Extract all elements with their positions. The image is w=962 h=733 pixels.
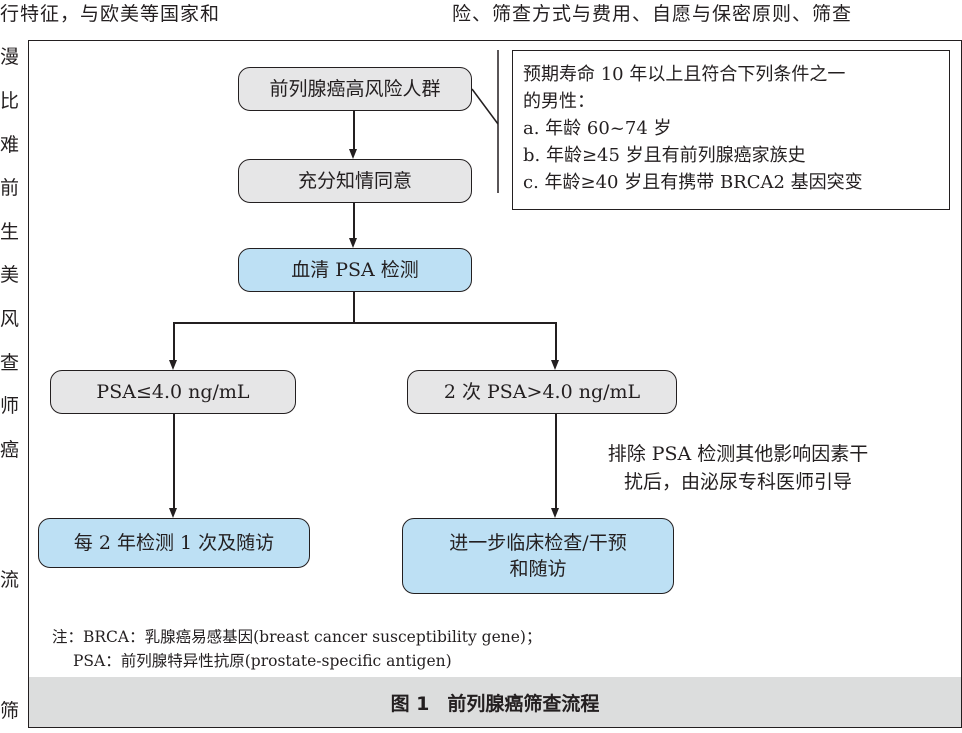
arrowhead — [349, 149, 357, 159]
side-char: 漫 — [0, 46, 20, 68]
serum-psa-test-node: 血清 PSA 检测 — [238, 248, 472, 292]
arrowhead — [551, 508, 559, 518]
footnote-brca: 注：BRCA：乳腺癌易感基因(breast cancer susceptibil… — [52, 628, 542, 646]
side-char: 流 — [0, 569, 20, 591]
criteria-item-family-history: b. 年龄≥45 岁且有前列腺癌家族史 — [523, 145, 806, 166]
arrowhead — [169, 508, 177, 518]
side-char: 风 — [0, 308, 20, 330]
side-char: 筛 — [0, 700, 20, 722]
criteria-intro-line2: 的男性： — [523, 91, 595, 112]
criteria-bracket — [471, 50, 499, 193]
psa-low-node: PSA≤4.0 ng/mL — [50, 370, 296, 414]
criteria-intro-line1: 预期寿命 10 年以上且符合下列条件之一 — [523, 64, 846, 85]
high-risk-population-node: 前列腺癌高风险人群 — [238, 67, 472, 111]
caption-label: 图 1 — [390, 692, 430, 715]
page-header-left-text: 行特征，与欧美等国家和 — [0, 3, 221, 25]
further-exam-line2: 和随访 — [509, 558, 567, 580]
exclusion-note-line1: 排除 PSA 检测其他影响因素干 — [607, 443, 869, 465]
connector-line — [555, 322, 557, 360]
connector-line — [173, 322, 556, 324]
connector-line — [353, 203, 355, 238]
criteria-box: 预期寿命 10 年以上且符合下列条件之一 的男性： a. 年龄 60~74 岁 … — [512, 50, 950, 210]
side-char: 难 — [0, 134, 20, 156]
informed-consent-node: 充分知情同意 — [238, 159, 472, 203]
arrowhead — [169, 360, 177, 370]
psa-high-node: 2 次 PSA>4.0 ng/mL — [407, 370, 677, 414]
arrowhead — [551, 360, 559, 370]
connector-line — [555, 414, 557, 508]
caption-title: 前列腺癌筛查流程 — [447, 692, 600, 715]
connector-line — [173, 322, 175, 360]
side-char: 生 — [0, 221, 20, 243]
footnote-psa: PSA：前列腺特异性抗原(prostate-specific antigen) — [73, 652, 452, 670]
side-char: 前 — [0, 177, 20, 199]
side-char: 查 — [0, 352, 20, 374]
criteria-item-age: a. 年龄 60~74 岁 — [523, 118, 672, 139]
connector-line — [353, 292, 355, 322]
connector-line — [173, 414, 175, 508]
biennial-followup-node: 每 2 年检测 1 次及随访 — [38, 518, 310, 568]
arrowhead — [349, 238, 357, 248]
exclusion-note: 排除 PSA 检测其他影响因素干 扰后，由泌尿专科医师引导 — [558, 440, 918, 496]
page-header-right-text: 险、筛查方式与费用、自愿与保密原则、筛查 — [452, 3, 853, 25]
figure-caption: 图 1 前列腺癌筛查流程 — [29, 677, 961, 727]
side-char: 师 — [0, 395, 20, 417]
footnote: 注：BRCA：乳腺癌易感基因(breast cancer susceptibil… — [52, 625, 541, 673]
connector-line — [353, 111, 355, 149]
side-char: 癌 — [0, 439, 20, 461]
further-exam-line1: 进一步临床检查/干预 — [449, 532, 627, 554]
exclusion-note-line2: 扰后，由泌尿专科医师引导 — [623, 471, 852, 493]
side-char: 美 — [0, 264, 20, 286]
side-char: 比 — [0, 90, 20, 112]
criteria-item-brca2: c. 年龄≥40 岁且有携带 BRCA2 基因突变 — [523, 172, 863, 193]
further-clinical-exam-node: 进一步临床检查/干预 和随访 — [402, 518, 674, 594]
